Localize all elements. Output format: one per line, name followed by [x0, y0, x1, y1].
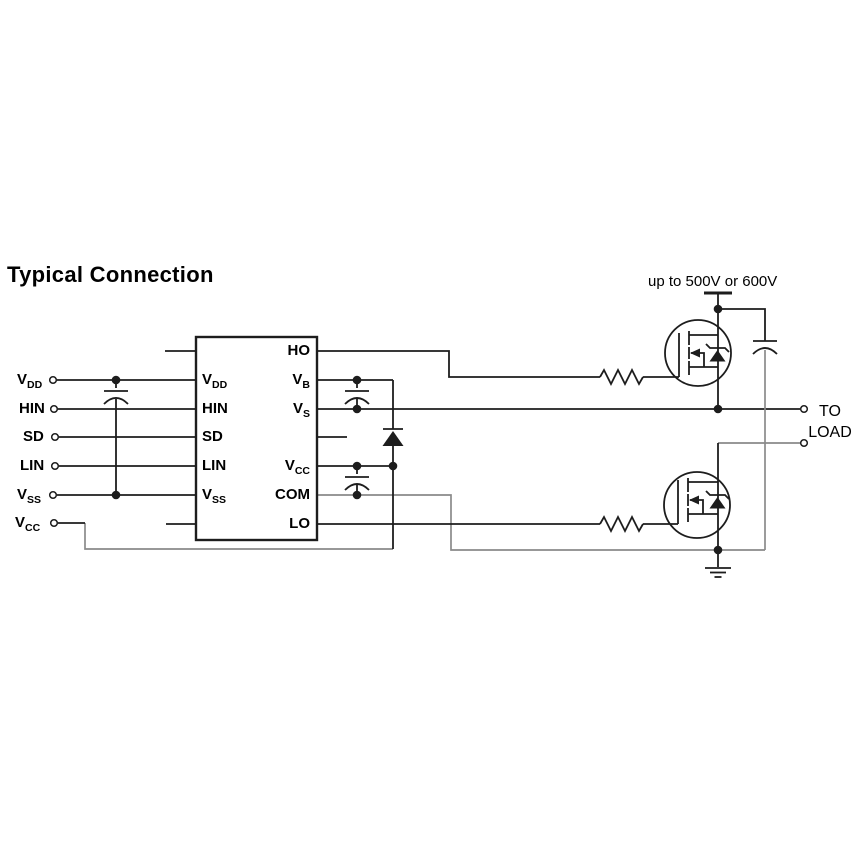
terminal-label-sd: SD: [23, 428, 44, 451]
pin-label-main: HO: [287, 342, 311, 359]
pin-label-main: V: [292, 371, 303, 388]
terminal-label-hin: HIN: [19, 400, 45, 423]
pin-label-sub: B: [302, 379, 310, 391]
ic-pin-label-vss: VSS: [202, 486, 226, 509]
terminal-label-main: V: [17, 486, 28, 503]
pin-label-sub: DD: [212, 379, 228, 391]
to-load-terminal-top: [799, 404, 809, 414]
pin-label-main: LO: [289, 515, 310, 532]
vcc-input-route: [84, 523, 393, 550]
terminal-label-vcc: VCC: [15, 514, 40, 537]
vcc-decoupling-capacitor: [344, 466, 370, 495]
load-label-line1: TO: [819, 403, 841, 420]
com-return-route: [317, 494, 765, 551]
ic-pin-label-lo: LO: [250, 515, 310, 538]
ic-pin-label-hin: HIN: [202, 400, 228, 423]
hin-terminal: [49, 404, 59, 414]
pin-label-main: LIN: [202, 457, 227, 474]
terminal-label-lin: LIN: [20, 457, 44, 480]
nc-pin-stubs: [165, 350, 347, 525]
lin-terminal: [50, 461, 60, 471]
gate-resistor-high: [599, 367, 679, 387]
load-label: TO LOAD: [803, 401, 857, 443]
pin-label-main: V: [202, 371, 213, 388]
pin-label-sub: S: [302, 408, 310, 420]
ic-pin-label-lin: LIN: [202, 457, 226, 480]
ic-pin-label-vb: VB: [250, 371, 310, 394]
terminal-label-main: LIN: [20, 457, 45, 474]
terminal-label-main: V: [15, 514, 26, 531]
terminal-label-vss: VSS: [17, 486, 41, 509]
to-load-terminal-bottom: [799, 438, 809, 448]
vss-terminal: [48, 490, 58, 500]
junction-dot: [713, 545, 723, 555]
terminal-label-sub: SS: [27, 494, 42, 506]
supply-voltage-label: up to 500V or 600V: [648, 273, 778, 290]
terminal-label-sub: CC: [25, 522, 41, 534]
terminal-label-main: V: [17, 371, 28, 388]
terminal-label-sub: DD: [27, 379, 43, 391]
gate-resistor-low: [599, 514, 678, 534]
junction-dot: [713, 404, 723, 414]
ic-pin-label-com: COM: [250, 486, 310, 509]
pin-label-main: HIN: [202, 400, 228, 417]
high-side-mosfet: [664, 319, 732, 387]
junction-dot: [352, 490, 362, 500]
ho-gate-wire: [317, 350, 600, 378]
junction-dot: [388, 461, 398, 471]
ic-pin-label-sd: SD: [202, 428, 223, 451]
ic-pin-label-vdd: VDD: [202, 371, 227, 394]
pin-label-main: V: [284, 457, 295, 474]
sd-terminal: [50, 432, 60, 442]
pin-label-sub: CC: [294, 465, 310, 477]
vcc-terminal: [49, 518, 59, 528]
junction-dots: [111, 304, 723, 555]
junction-dot: [352, 404, 362, 414]
bootstrap-capacitor: [344, 380, 370, 409]
pin-label-main: V: [202, 486, 213, 503]
load-label-line2: LOAD: [808, 424, 852, 441]
ic-pin-label-vs: VS: [250, 400, 310, 423]
junction-dot: [111, 490, 121, 500]
pin-label-main: SD: [202, 428, 223, 445]
pin-label-main: V: [292, 400, 303, 417]
input-signal-wires: [48, 375, 196, 528]
junction-dot: [111, 375, 121, 385]
junction-dot: [352, 375, 362, 385]
pin-label-sub: SS: [212, 494, 227, 506]
vdd-terminal: [48, 375, 58, 385]
ic-outline: [194, 335, 319, 542]
terminal-label-main: SD: [23, 428, 44, 445]
terminal-label-main: HIN: [19, 400, 45, 417]
ic-pin-label-vcc: VCC: [250, 457, 310, 480]
page-title: Typical Connection: [7, 262, 214, 287]
pin-label-main: COM: [275, 486, 310, 503]
low-side-mosfet: [663, 443, 731, 550]
junction-dot: [713, 304, 723, 314]
terminal-label-vdd: VDD: [17, 371, 42, 394]
ic-pin-label-ho: HO: [250, 342, 311, 365]
junction-dot: [352, 461, 362, 471]
hv-bus-capacitor: [718, 308, 778, 550]
